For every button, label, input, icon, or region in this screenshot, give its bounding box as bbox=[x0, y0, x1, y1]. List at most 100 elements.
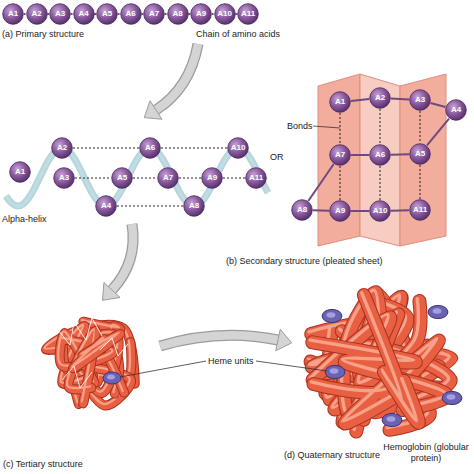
helix-marking bbox=[62, 366, 92, 388]
amino-acid-circle bbox=[214, 4, 235, 25]
helix-marking bbox=[58, 318, 102, 345]
amino-acid-label: A11 bbox=[245, 167, 267, 189]
peptide-bond bbox=[308, 164, 333, 201]
caption-label: Hemoglobin (globular protein) bbox=[380, 442, 472, 464]
process-arrow bbox=[112, 224, 133, 290]
amino-acid-circle bbox=[73, 4, 94, 25]
amino-acid: A10 bbox=[214, 3, 236, 25]
amino-acid-circle bbox=[410, 200, 431, 221]
amino-acid-label: A1 bbox=[9, 161, 31, 183]
arrow-head bbox=[102, 283, 120, 301]
amino-acid: A4 bbox=[95, 195, 117, 217]
protein-tube bbox=[73, 334, 120, 368]
hydrogen-bond bbox=[161, 148, 227, 149]
amino-acid-circle bbox=[10, 162, 31, 183]
peptide-bond bbox=[189, 13, 191, 15]
amino-acid-circle bbox=[410, 90, 431, 111]
amino-acid: A9 bbox=[329, 200, 351, 222]
amino-acid: A8 bbox=[167, 3, 189, 25]
heme-disc bbox=[322, 309, 342, 322]
amino-acid-circle bbox=[50, 4, 71, 25]
amino-acid-circle bbox=[238, 4, 259, 25]
caption-label: (c) Tertiary structure bbox=[3, 459, 83, 470]
leader-line bbox=[256, 361, 327, 371]
amino-acid-label: A9 bbox=[190, 3, 212, 25]
amino-acid-circle bbox=[191, 4, 212, 25]
amino-acid: A6 bbox=[120, 3, 142, 25]
amino-acid-circle bbox=[184, 196, 205, 217]
amino-acid-circle bbox=[120, 4, 141, 25]
amino-acid: A7 bbox=[329, 144, 351, 166]
amino-acid-circle bbox=[292, 200, 313, 221]
peptide-bond bbox=[71, 13, 73, 15]
amino-acid-label: A11 bbox=[237, 3, 259, 25]
amino-acid-circle bbox=[370, 145, 391, 166]
amino-acid-circle bbox=[112, 168, 133, 189]
amino-acid: A1 bbox=[2, 3, 24, 25]
peptide-bond bbox=[24, 13, 26, 15]
amino-acid-circle bbox=[330, 201, 351, 222]
amino-acid-circle bbox=[140, 138, 161, 159]
amino-acid-label: A10 bbox=[369, 200, 391, 222]
heme-disc bbox=[103, 372, 121, 384]
heme-disc bbox=[447, 394, 456, 400]
peptide-bond bbox=[351, 99, 369, 101]
heme-disc bbox=[428, 305, 448, 318]
amino-acid-label: A5 bbox=[96, 3, 118, 25]
hydrogen-bond bbox=[223, 178, 245, 179]
arrow-head bbox=[276, 329, 292, 351]
amino-acid-circle bbox=[330, 92, 351, 113]
peptide-bond bbox=[313, 209, 329, 211]
hydrogen-bond bbox=[340, 113, 341, 144]
peptide-bond bbox=[48, 13, 50, 15]
hydrogen-bond bbox=[420, 111, 421, 143]
hydrogen-bond bbox=[380, 166, 381, 200]
amino-acid: A1 bbox=[329, 91, 351, 113]
hydrogen-bond bbox=[73, 148, 139, 149]
heme-disc bbox=[330, 368, 339, 374]
process-arrow bbox=[160, 335, 278, 346]
amino-acid-label: A1 bbox=[329, 91, 351, 113]
caption-label: OR bbox=[270, 152, 284, 163]
caption-label: Heme units bbox=[208, 356, 254, 367]
peptide-bond bbox=[391, 209, 409, 211]
hydrogen-bond bbox=[420, 165, 421, 199]
caption-label: Alpha-helix bbox=[2, 214, 47, 225]
protein-chain bbox=[45, 320, 135, 405]
amino-acid-label: A8 bbox=[291, 199, 313, 221]
amino-acid-label: A1 bbox=[2, 3, 24, 25]
helix-ribbon bbox=[6, 148, 268, 206]
leader-line bbox=[120, 361, 206, 377]
amino-acid: A7 bbox=[157, 167, 179, 189]
amino-acid-label: A6 bbox=[139, 137, 161, 159]
amino-acid-label: A9 bbox=[201, 167, 223, 189]
amino-acid-circle bbox=[330, 145, 351, 166]
amino-acid: A5 bbox=[111, 167, 133, 189]
amino-acid: A3 bbox=[53, 167, 75, 189]
amino-acid: A8 bbox=[291, 199, 313, 221]
amino-acid-circle bbox=[158, 168, 179, 189]
amino-acid-circle bbox=[370, 201, 391, 222]
peptide-bond bbox=[391, 153, 409, 155]
leader-line bbox=[313, 126, 340, 128]
amino-acid-circle bbox=[26, 4, 47, 25]
amino-acid-circle bbox=[54, 168, 75, 189]
peptide-bond bbox=[391, 98, 409, 101]
amino-acid-label: A7 bbox=[329, 144, 351, 166]
peptide-bond bbox=[351, 154, 369, 156]
protein-tube bbox=[362, 293, 417, 421]
amino-acid-circle bbox=[370, 88, 391, 109]
peptide-bond bbox=[95, 13, 97, 15]
peptide-bond bbox=[236, 13, 238, 15]
amino-acid-label: A6 bbox=[120, 3, 142, 25]
amino-acid: A2 bbox=[369, 87, 391, 109]
amino-acid: A11 bbox=[409, 199, 431, 221]
amino-acid-circle bbox=[410, 144, 431, 165]
amino-acid: A11 bbox=[245, 167, 267, 189]
helix-ribbon bbox=[6, 148, 268, 206]
hydrogen-bond bbox=[117, 206, 183, 207]
amino-acid: A2 bbox=[26, 3, 48, 25]
amino-acid-circle bbox=[97, 4, 118, 25]
amino-acid: A6 bbox=[369, 144, 391, 166]
